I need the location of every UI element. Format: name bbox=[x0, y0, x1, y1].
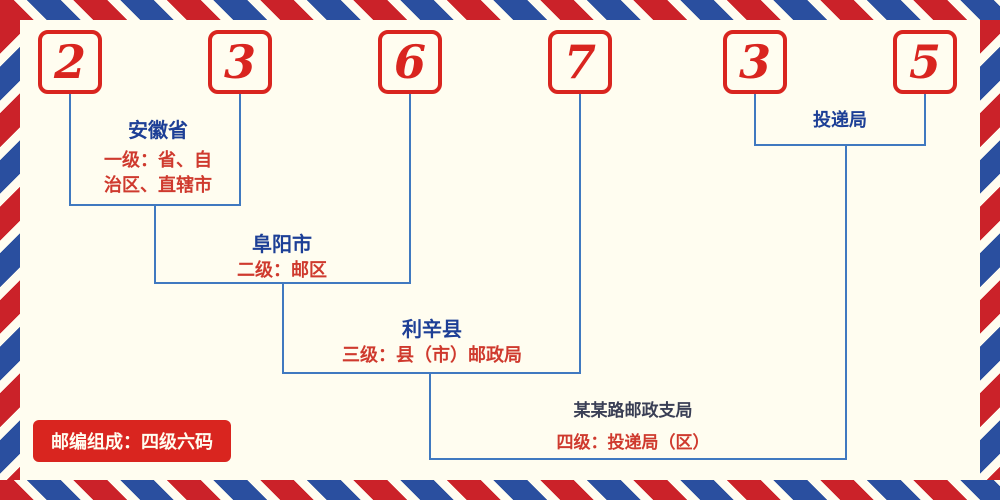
digit-5: 3 bbox=[738, 35, 771, 89]
connector-line bbox=[754, 94, 756, 146]
level4-desc: 四级：投递局（区） bbox=[556, 433, 710, 453]
connector-line bbox=[429, 458, 847, 460]
level2-name: 阜阳市 bbox=[252, 232, 312, 256]
connector-line bbox=[579, 94, 581, 374]
airmail-border-bottom bbox=[0, 480, 1000, 500]
connector-line bbox=[154, 282, 411, 284]
footer-badge: 邮编组成：四级六码 bbox=[33, 420, 231, 462]
level3-name: 利辛县 bbox=[402, 317, 462, 341]
connector-line bbox=[282, 372, 581, 374]
digit-box-1: 2 bbox=[38, 30, 102, 94]
digit-box-2: 3 bbox=[208, 30, 272, 94]
connector-line bbox=[239, 94, 241, 206]
digit-6: 5 bbox=[908, 35, 941, 89]
level3-desc: 三级：县（市）邮政局 bbox=[342, 345, 522, 366]
connector-line bbox=[429, 374, 431, 460]
digit-box-6: 5 bbox=[893, 30, 957, 94]
level1-desc-line2: 治区、直辖市 bbox=[104, 175, 212, 196]
airmail-border-right bbox=[980, 20, 1000, 480]
connector-line bbox=[754, 144, 926, 146]
connector-line bbox=[69, 204, 241, 206]
connector-line bbox=[924, 94, 926, 146]
connector-line bbox=[154, 206, 156, 284]
digit-box-3: 6 bbox=[378, 30, 442, 94]
airmail-border-top bbox=[0, 0, 1000, 20]
level1-desc-line1: 一级：省、自 bbox=[104, 150, 212, 171]
digit-4: 7 bbox=[563, 35, 596, 89]
connector-line bbox=[69, 94, 71, 206]
digit-1: 2 bbox=[53, 35, 86, 89]
connector-line bbox=[282, 284, 284, 374]
connector-line bbox=[409, 94, 411, 284]
level4-name: 某某路邮政支局 bbox=[573, 401, 693, 421]
level2-desc: 二级：邮区 bbox=[237, 260, 327, 281]
digit-box-4: 7 bbox=[548, 30, 612, 94]
level1-name: 安徽省 bbox=[128, 118, 188, 142]
connector-line bbox=[845, 146, 847, 460]
digit-box-5: 3 bbox=[723, 30, 787, 94]
airmail-border-left bbox=[0, 20, 20, 480]
digit-3: 6 bbox=[393, 35, 426, 89]
delivery-office-label: 投递局 bbox=[813, 110, 867, 131]
digit-2: 3 bbox=[223, 35, 256, 89]
